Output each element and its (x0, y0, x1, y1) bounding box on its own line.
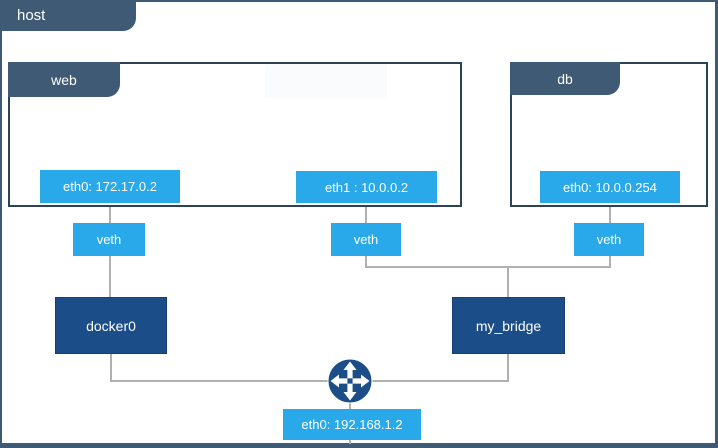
host-tab: host (0, 0, 136, 31)
docker0-bridge-box: docker0 (55, 297, 167, 354)
veth-box-right: veth (574, 223, 644, 256)
connector-line (110, 380, 509, 382)
veth-middle-label: veth (353, 232, 379, 247)
connector-line (110, 354, 112, 382)
connector-line (609, 203, 611, 223)
host-label: host (17, 7, 46, 24)
web-tab: web (8, 62, 120, 97)
faint-artifact-rect (265, 64, 387, 98)
veth-box-left: veth (73, 223, 145, 256)
my-bridge-label: my_bridge (475, 317, 542, 334)
host-eth0-box: eth0: 192.168.1.2 (283, 409, 421, 440)
db-eth0-box: eth0: 10.0.0.254 (540, 171, 680, 203)
connector-line (365, 203, 367, 223)
my-bridge-box: my_bridge (452, 297, 565, 354)
connector-line (507, 354, 509, 381)
veth-box-middle: veth (331, 223, 401, 256)
web-eth1-box: eth1 : 10.0.0.2 (296, 171, 437, 203)
web-eth0-label: eth0: 172.17.0.2 (63, 179, 157, 194)
connector-line (109, 256, 111, 297)
web-eth0-box: eth0: 172.17.0.2 (40, 170, 180, 203)
connector-line (365, 266, 611, 268)
veth-left-label: veth (96, 232, 122, 247)
connector-line (365, 256, 367, 268)
connector-line (349, 401, 351, 410)
db-eth0-label: eth0: 10.0.0.254 (563, 179, 657, 195)
web-label: web (51, 71, 77, 88)
connector-line (109, 203, 111, 223)
web-eth1-label: eth1 : 10.0.0.2 (324, 179, 409, 195)
connector-line (507, 266, 509, 297)
db-label: db (557, 70, 573, 87)
docker0-label: docker0 (86, 317, 136, 334)
router-icon (327, 358, 373, 404)
host-eth0-label: eth0: 192.168.1.2 (301, 417, 403, 432)
connector-line (609, 256, 611, 268)
db-tab: db (510, 62, 620, 95)
veth-right-label: veth (596, 232, 622, 247)
connector-line (349, 440, 351, 444)
